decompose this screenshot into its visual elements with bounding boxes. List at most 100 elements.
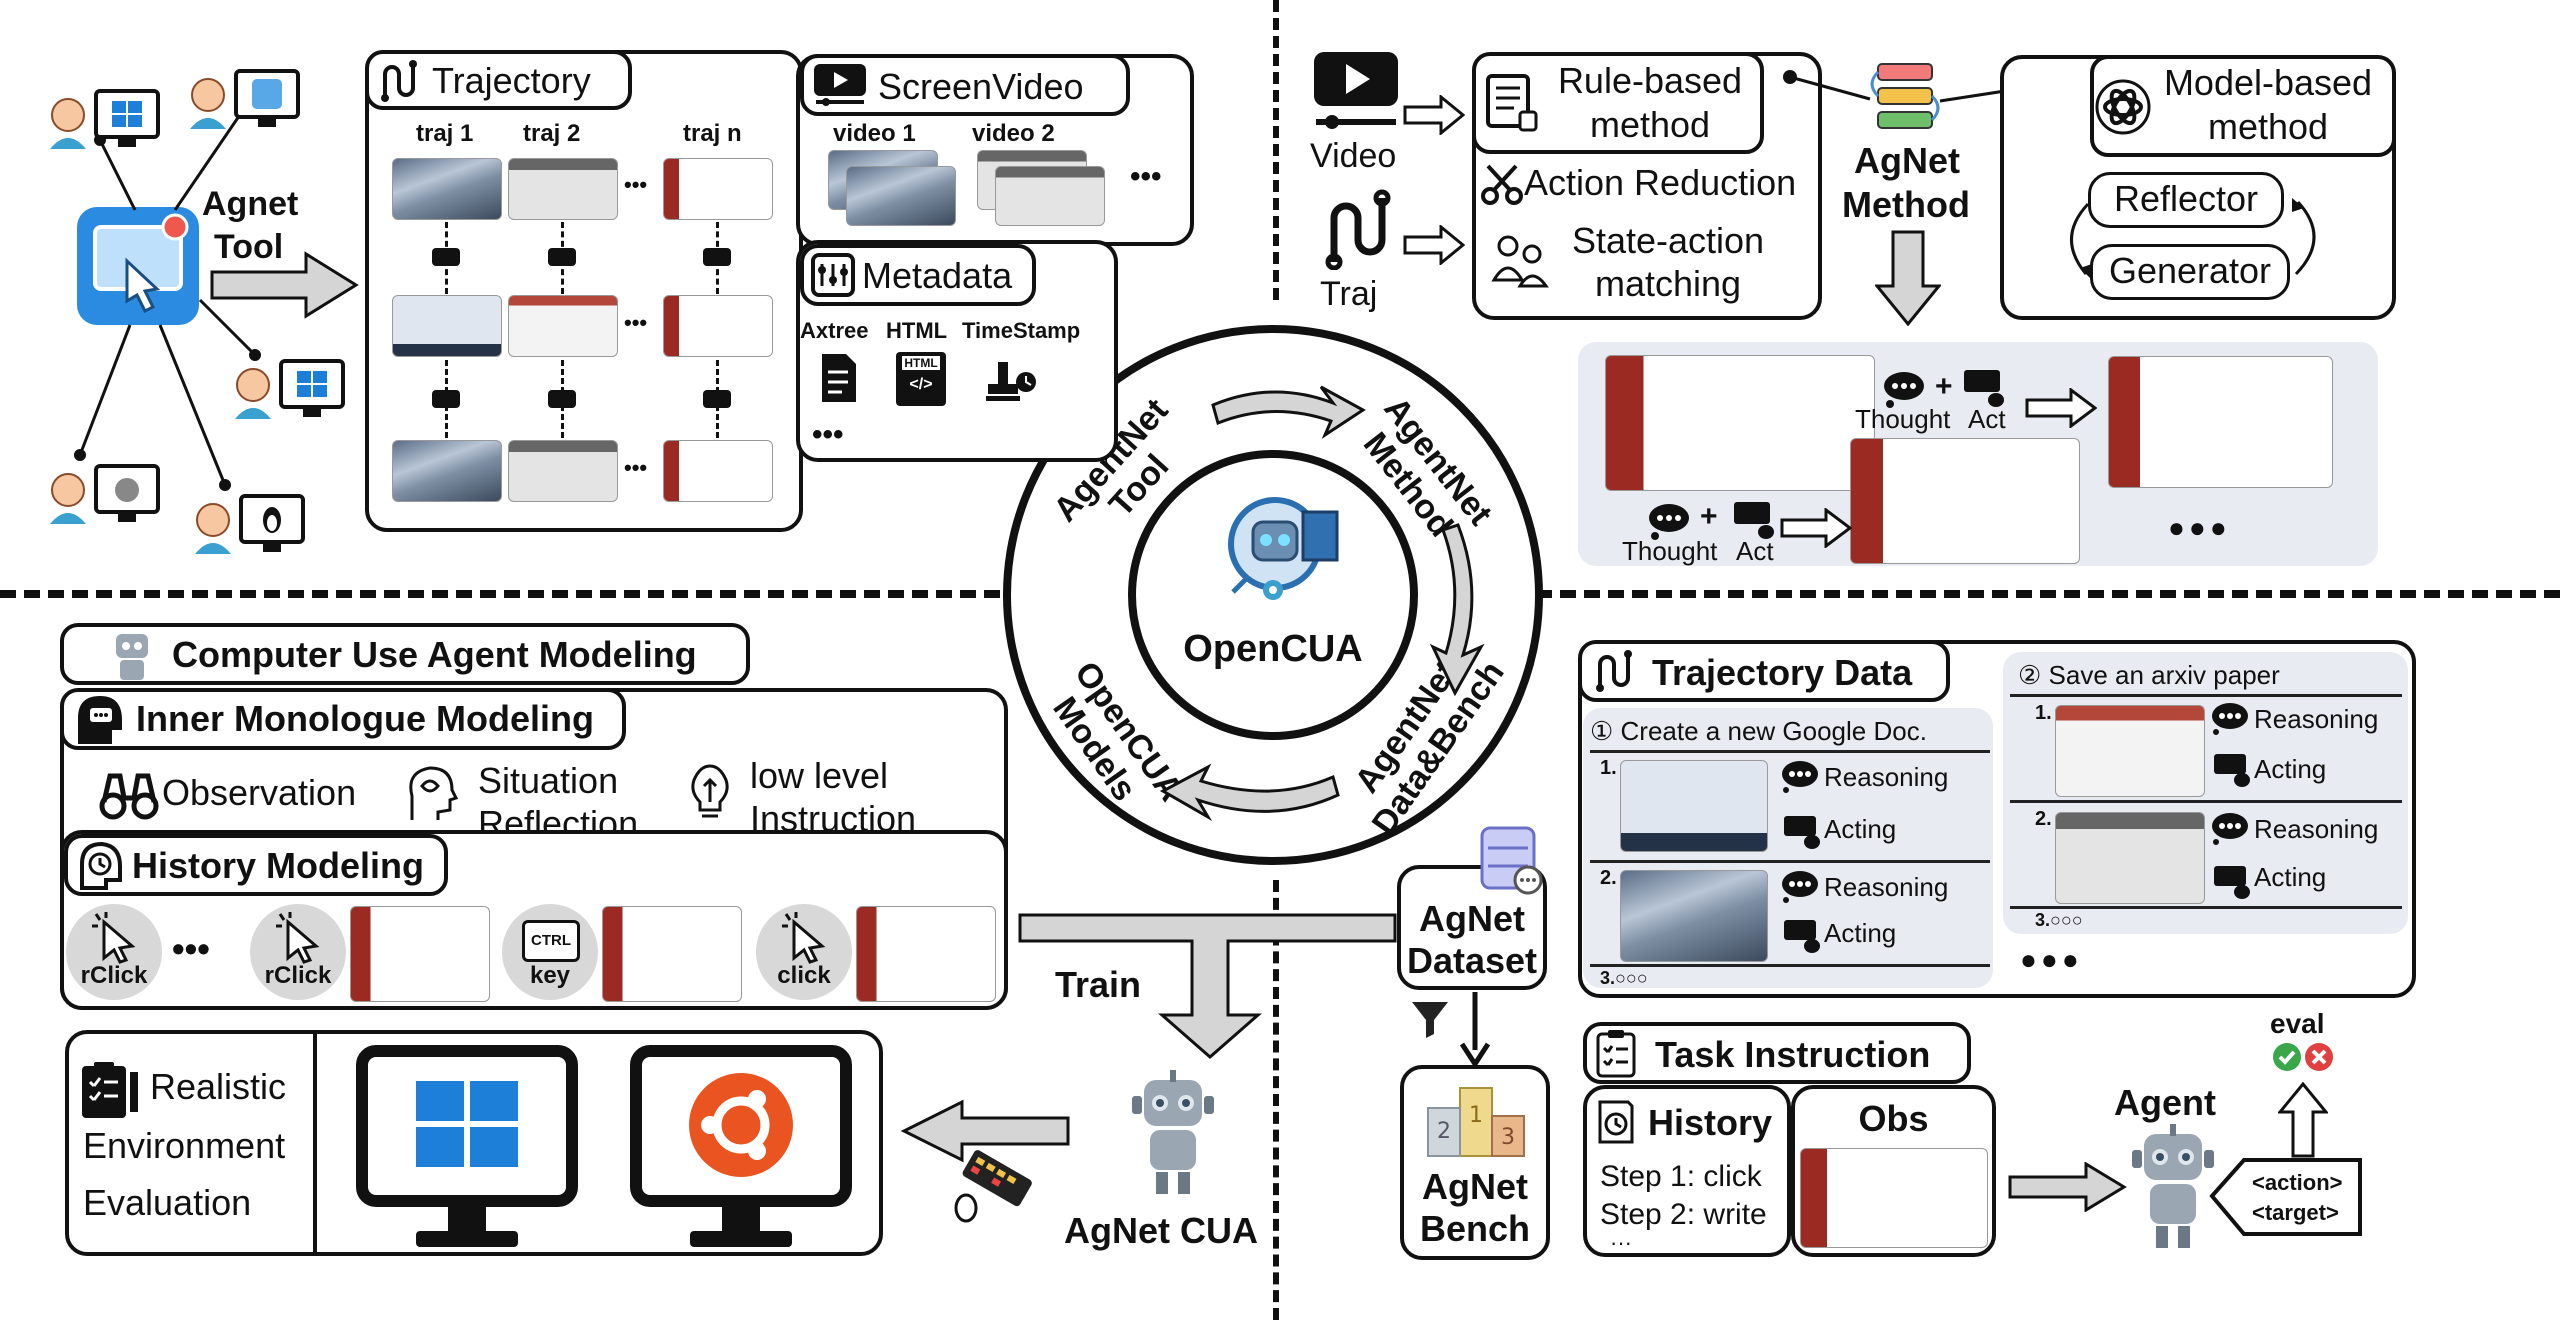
history-icon (80, 841, 122, 890)
action-label-click: click (777, 962, 831, 989)
method-arrow-2 (1780, 508, 1852, 548)
trajectory-data-icon (1596, 650, 1632, 692)
history-ellipsis: ••• (172, 928, 210, 969)
train-arrow (1018, 913, 1397, 1059)
act-keyboard-icon (1734, 502, 1774, 539)
task2-shot-1 (2055, 705, 2205, 797)
task-instruction-header (1583, 1022, 1971, 1084)
keyboard-mouse-icon (954, 1150, 1032, 1223)
agnet-dataset-label-2: Dataset (1406, 940, 1538, 981)
action-marker-icon (432, 248, 460, 266)
openai-logo-icon (2095, 79, 2151, 135)
traj-thumb-1-2 (392, 295, 502, 357)
task2-rule-1 (2010, 694, 2402, 697)
thought-bubble-icon (1649, 504, 1689, 540)
task2-shot-2 (2055, 812, 2205, 904)
acting-icon (1784, 920, 1820, 953)
thought-bubble-icon (1884, 372, 1924, 408)
opencua-title: OpenCUA (1183, 628, 1363, 670)
history-step-1: Step 1: click (1600, 1160, 1762, 1193)
agnet-method-label-1: AgNet (1854, 140, 1960, 181)
task1-label: ① Create a new Google Doc. (1590, 716, 1927, 746)
html-file-code: </> (909, 376, 933, 393)
dataset-to-bench-arrow (1412, 992, 1491, 1066)
action-label-rclick-1: rClick (80, 962, 148, 989)
rule-based-label-2: method (1589, 104, 1711, 145)
action-marker-icon (432, 390, 460, 408)
task1-reasoning-1: Reasoning (1824, 762, 1949, 792)
task2-rule-3 (2010, 906, 2402, 909)
reflect-loop-arrows (2070, 198, 2316, 278)
checklist-icon (82, 1062, 138, 1118)
history-more: ··· (1610, 1230, 1632, 1255)
task1-acting-1: Acting (1824, 814, 1897, 844)
traj-col-n: traj n (683, 120, 742, 147)
svg-text:3: 3 (1501, 1125, 1515, 1150)
agnet-method-icon (1870, 63, 1940, 129)
agnet-tool-icon[interactable] (75, 205, 205, 330)
screenvideo-title: ScreenVideo (878, 66, 1084, 107)
obs-title: Obs (1858, 1098, 1929, 1139)
trajectory-data-ellipsis: ●●● (2020, 944, 2083, 975)
database-icon (1480, 826, 1543, 895)
task1-acting-2: Acting (1824, 918, 1897, 948)
axtree-doc-icon (822, 354, 856, 402)
agnet-tool-label-1: Agnet (202, 185, 299, 223)
traj-dots-row-2: ••• (624, 310, 648, 335)
task1-rule-3 (1590, 964, 1990, 967)
traj-col-1: traj 1 (416, 120, 474, 147)
trajectory-data-title: Trajectory Data (1652, 652, 1913, 693)
situation-label-1: Situation (478, 760, 619, 801)
robot-icon (116, 634, 148, 680)
task2-step1: 1. (2035, 702, 2052, 724)
ring-arrows (1159, 385, 1485, 822)
action-target-box (2209, 1158, 2362, 1236)
obs-shot (1800, 1148, 1988, 1248)
windows-monitor-icon (356, 1045, 578, 1247)
task1-step2: 2. (1600, 867, 1617, 889)
rule-list-icon (1486, 74, 1538, 132)
obs-to-agent-arrow (2008, 1162, 2127, 1212)
action-label-rclick-2: rClick (264, 962, 332, 989)
binoculars-icon (99, 773, 159, 820)
realistic-label-3: Evaluation (83, 1182, 252, 1223)
method-ellipsis: ●●● (2168, 512, 2231, 543)
train-label: Train (1055, 964, 1142, 1005)
trajectory-header (365, 50, 632, 110)
method-down-arrow (1875, 230, 1941, 326)
generator-node (2090, 244, 2290, 300)
traj-dots-row-1: ••• (624, 172, 648, 197)
agent-label: Agent (2114, 1082, 2216, 1123)
video-col-2: video 2 (972, 120, 1055, 147)
instruction-label-1: low level (750, 755, 889, 796)
acting-icon (1784, 816, 1820, 849)
user-mac-finder-icon (190, 69, 300, 129)
traj-thumb-2-3 (508, 440, 618, 502)
task1-step1: 1. (1600, 757, 1617, 779)
reasoning-bubble-icon (1782, 871, 1818, 903)
reasoning-bubble-icon (1782, 761, 1818, 793)
realistic-label-2: Environment (83, 1125, 286, 1166)
realistic-label-1: Realistic (150, 1066, 287, 1107)
reasoning-bubble-icon (2212, 813, 2248, 845)
method-arrow-1 (2025, 388, 2097, 428)
html-file-tag: HTML (902, 356, 940, 370)
action-marker-icon (703, 390, 731, 408)
agnet-cua-label: AgNet CUA (1064, 1210, 1258, 1251)
cursor-icon (92, 912, 136, 964)
acting-icon (2214, 866, 2250, 899)
task2-label: ② Save an arxiv paper (2018, 660, 2280, 690)
method-thought-label-2: Thought (1622, 536, 1718, 566)
agnet-cua-robot-icon (1132, 1070, 1214, 1194)
model-based-label-1: Model-based (2163, 62, 2373, 103)
vertical-divider-top (1273, 0, 1279, 300)
task2-rule-2 (2010, 800, 2402, 803)
video-1-frame-front (846, 166, 956, 226)
traj-source-icon (1325, 189, 1391, 270)
traj-thumb-n-1 (663, 158, 773, 220)
history-modeling-title: History Modeling (132, 845, 425, 886)
agnet-dataset-label-1: AgNet (1419, 898, 1525, 939)
cursor-icon (782, 912, 826, 964)
history-title: History (1648, 1102, 1773, 1143)
